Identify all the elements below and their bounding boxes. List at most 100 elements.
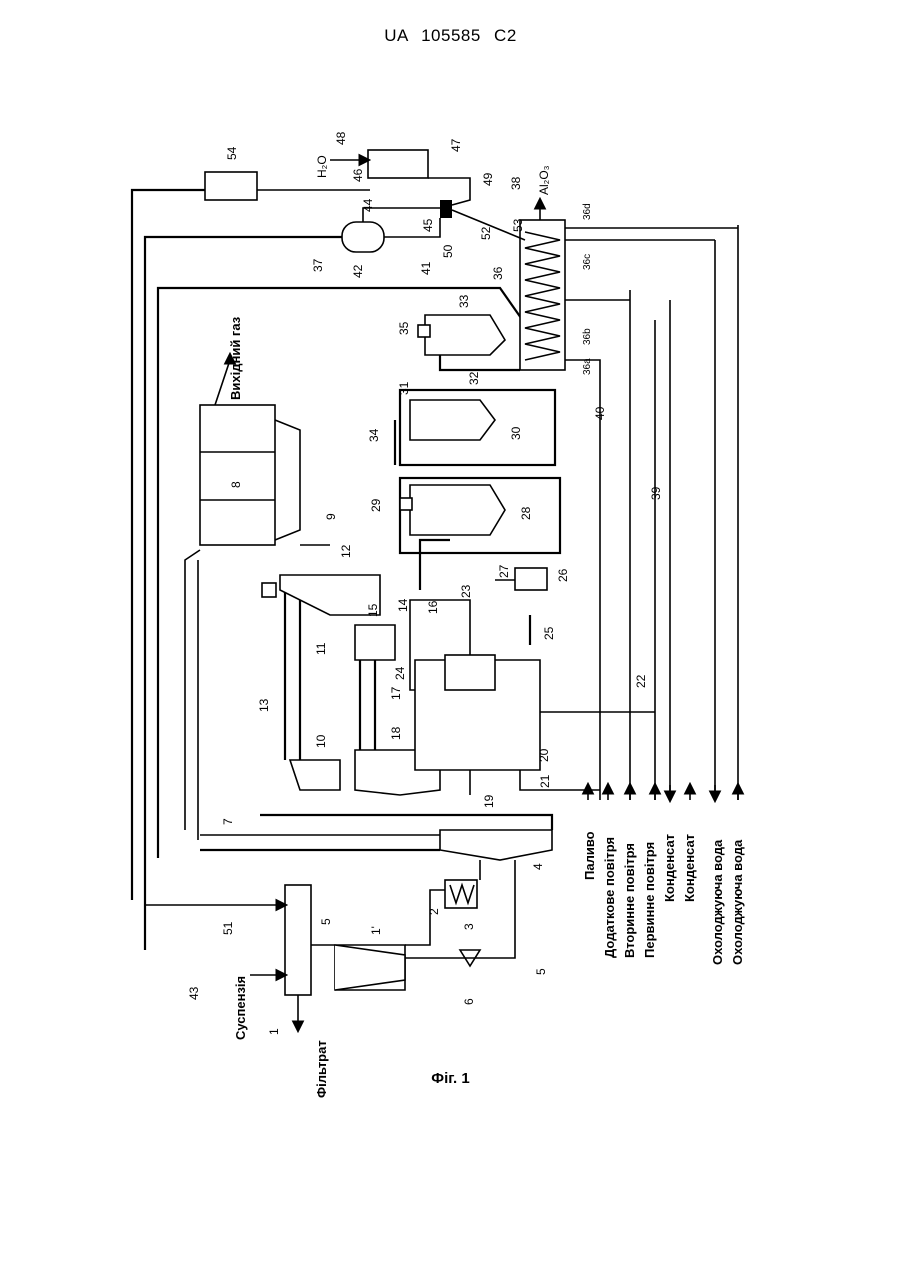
cyclone-28 <box>410 485 505 535</box>
ref-7: 7 <box>221 818 235 825</box>
label-al2o3: Al₂O₃ <box>537 165 551 195</box>
ref-28: 28 <box>519 506 533 520</box>
ref-34: 34 <box>367 428 381 442</box>
ref-54: 54 <box>225 146 239 160</box>
ref-3: 3 <box>462 923 476 930</box>
input-label-secondary-air: Вторинне повітря <box>622 843 637 958</box>
ref-20: 20 <box>537 748 551 762</box>
ref-21: 21 <box>538 774 552 788</box>
label-h2o: H₂O <box>315 155 329 178</box>
ref-25: 25 <box>542 626 556 640</box>
ref-42: 42 <box>351 264 365 278</box>
line-37 <box>158 288 540 858</box>
figure-caption: Фіг. 1 <box>0 1070 901 1087</box>
line-23 <box>420 540 450 590</box>
ref-23: 23 <box>459 584 473 598</box>
input-label-extra-air: Додаткове повітря <box>602 837 617 958</box>
ref-37: 37 <box>311 258 325 272</box>
ref-46: 46 <box>351 168 365 182</box>
ref-39: 39 <box>649 486 663 500</box>
ref-47: 47 <box>449 138 463 152</box>
ref-16: 16 <box>426 600 440 614</box>
unit-47 <box>368 150 428 178</box>
ref-36: 36 <box>491 266 505 280</box>
ref-15: 15 <box>366 603 380 617</box>
ref-36a: 36a <box>582 358 593 375</box>
ref-40: 40 <box>593 406 607 420</box>
ref-1: 1 <box>267 1028 281 1035</box>
line-5-bottom <box>405 860 515 958</box>
ref-35: 35 <box>397 321 411 335</box>
ref-43: 43 <box>187 986 201 1000</box>
ref-48: 48 <box>334 131 348 145</box>
input-label-cooling-water-2: Охолоджуюча вода <box>730 839 745 965</box>
cyclone-12 <box>280 575 380 615</box>
ref-29: 29 <box>369 498 383 512</box>
ef-hoppers <box>275 420 300 540</box>
ref-11: 11 <box>314 642 328 655</box>
ref-6: 6 <box>462 998 476 1005</box>
cyclone-29-head <box>400 498 412 510</box>
ref-36c: 36c <box>582 254 593 270</box>
ref-31: 31 <box>397 381 411 395</box>
label-suspension: Суспензія <box>233 976 248 1040</box>
ref-52: 52 <box>479 226 493 240</box>
input-label-cooling-water-1: Охолоджуюча вода <box>710 839 725 965</box>
reactor-24 <box>445 655 495 690</box>
ref-12: 12 <box>339 544 353 558</box>
ref-5b: 5 <box>534 968 548 975</box>
ref-26: 26 <box>556 568 570 582</box>
ref-5a: 5 <box>319 918 333 925</box>
ref-27: 27 <box>497 564 511 578</box>
ref-22: 22 <box>634 674 648 688</box>
line-2 <box>405 890 445 945</box>
ref-50: 50 <box>441 244 455 258</box>
ref-38: 38 <box>509 176 523 190</box>
input-label-primary-air: Первинне повітря <box>642 842 657 958</box>
input-label-condensate-1: Конденсат <box>662 834 677 902</box>
electrofilter-8 <box>200 405 275 545</box>
separator-50 <box>440 200 452 218</box>
label-exhaust-gas: Вихідний газ <box>228 316 243 400</box>
ref-36d: 36d <box>582 203 593 220</box>
ref-24: 24 <box>393 666 407 680</box>
unit-26 <box>515 568 547 590</box>
cyclone-35-head <box>418 325 430 337</box>
vessel-42 <box>342 222 384 252</box>
ref-18: 18 <box>389 726 403 740</box>
ref-10: 10 <box>314 734 328 748</box>
cyclone-12-head <box>262 583 276 597</box>
cyclone-15 <box>355 625 395 660</box>
ref-19: 19 <box>482 794 496 808</box>
unit-54 <box>205 172 257 200</box>
main-line-b <box>260 815 552 830</box>
filter-1 <box>285 885 311 995</box>
ref-13: 13 <box>257 698 271 712</box>
ref-8: 8 <box>229 481 243 488</box>
ref-44: 44 <box>361 198 375 212</box>
ref-53: 53 <box>511 218 525 232</box>
outer-loop-54 <box>132 190 205 900</box>
cyclone-10 <box>290 760 340 790</box>
ref-33: 33 <box>457 294 471 308</box>
ref-45: 45 <box>421 218 435 232</box>
ref-36b: 36b <box>582 328 593 345</box>
ref-2: 2 <box>427 908 441 915</box>
input-label-condensate-2: Конденсат <box>682 834 697 902</box>
ref-49: 49 <box>481 172 495 186</box>
ref-9: 9 <box>324 513 338 520</box>
ref-30: 30 <box>509 426 523 440</box>
ref-41: 41 <box>419 261 433 275</box>
ref-17: 17 <box>389 686 403 700</box>
ref-51: 51 <box>221 921 235 935</box>
cyclone-4 <box>440 830 552 860</box>
ref-32: 32 <box>467 371 481 385</box>
heat-exchanger-3 <box>445 880 477 908</box>
cyclone-31 <box>410 400 495 440</box>
input-label-fuel: Паливо <box>582 831 597 880</box>
ref-14: 14 <box>396 598 410 612</box>
ref-4: 4 <box>531 863 545 870</box>
ref-1p: 1' <box>369 926 383 935</box>
line-32 <box>440 355 520 370</box>
cyclone-33 <box>425 315 505 355</box>
